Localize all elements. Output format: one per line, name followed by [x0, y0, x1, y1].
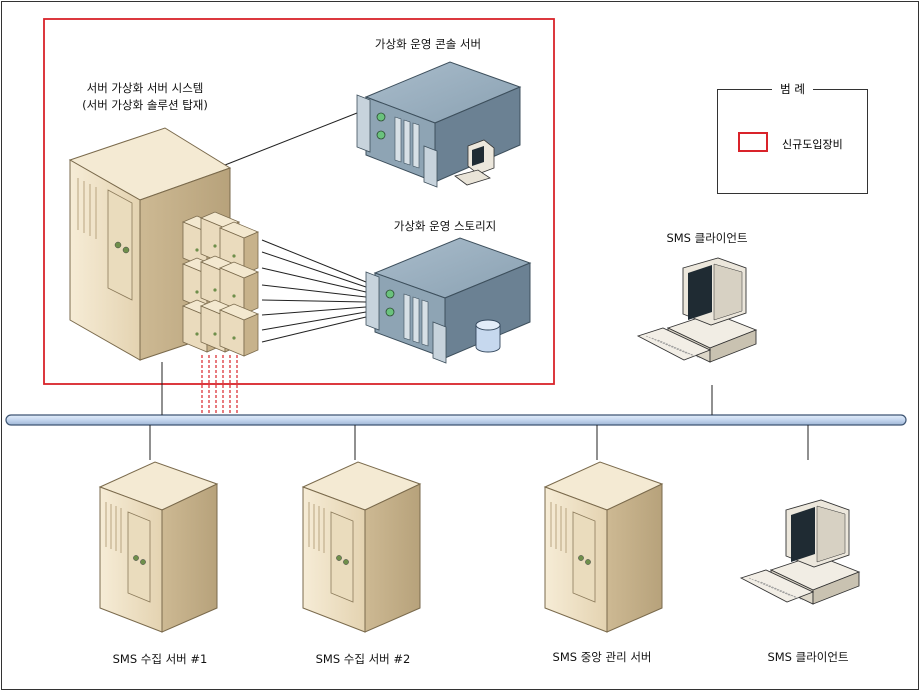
sms-central-server-label: SMS 중앙 관리 서버	[552, 650, 652, 664]
sms-client-pc-bottom-keyboard-icon	[739, 569, 815, 603]
sms-collect-server-1-label: SMS 수집 서버 #1	[112, 652, 208, 666]
vm-server-3	[218, 221, 260, 275]
virtualization-system-subtitle: (서버 가상화 솔루션 탑재)	[82, 98, 208, 112]
bottom-devices	[98, 461, 861, 633]
sms-client-top-label: SMS 클라이언트	[666, 231, 748, 245]
vm-server-6	[218, 261, 260, 315]
console-monitor-icon	[454, 139, 495, 186]
storage-label: 가상화 운영 스토리지	[393, 219, 497, 233]
sms-client-pc-bottom	[739, 499, 861, 605]
sms-collect-server-2	[301, 461, 422, 633]
console-server-label: 가상화 운영 콘솔 서버	[374, 37, 482, 51]
sms-collect-server-1	[98, 461, 219, 633]
sms-client-pc-top	[636, 257, 758, 363]
vm-server-9	[218, 303, 260, 357]
legend-swatch-new-equipment	[738, 132, 768, 152]
console-server	[356, 61, 522, 188]
legend-box: 범 례 신규도입장비	[717, 82, 868, 194]
sms-collect-server-2-label: SMS 수집 서버 #2	[315, 652, 411, 666]
legend-title: 범 례	[718, 81, 867, 97]
virtualization-storage	[365, 237, 532, 364]
virtual-machines	[181, 211, 260, 357]
sms-client-pc-top-unit	[636, 257, 758, 363]
connection-lines	[149, 112, 809, 460]
sms-central-server	[543, 461, 664, 633]
database-icon	[475, 319, 501, 353]
sms-client-bottom-label: SMS 클라이언트	[767, 650, 849, 664]
network-bus	[5, 414, 907, 426]
virtualization-system-title: 서버 가상화 서버 시스템	[86, 81, 204, 95]
legend-item-label: 신규도입장비	[782, 138, 843, 151]
sms-client-pc-top-unit-keyboard-icon	[636, 327, 712, 361]
new-equipment-boundary	[43, 18, 555, 385]
